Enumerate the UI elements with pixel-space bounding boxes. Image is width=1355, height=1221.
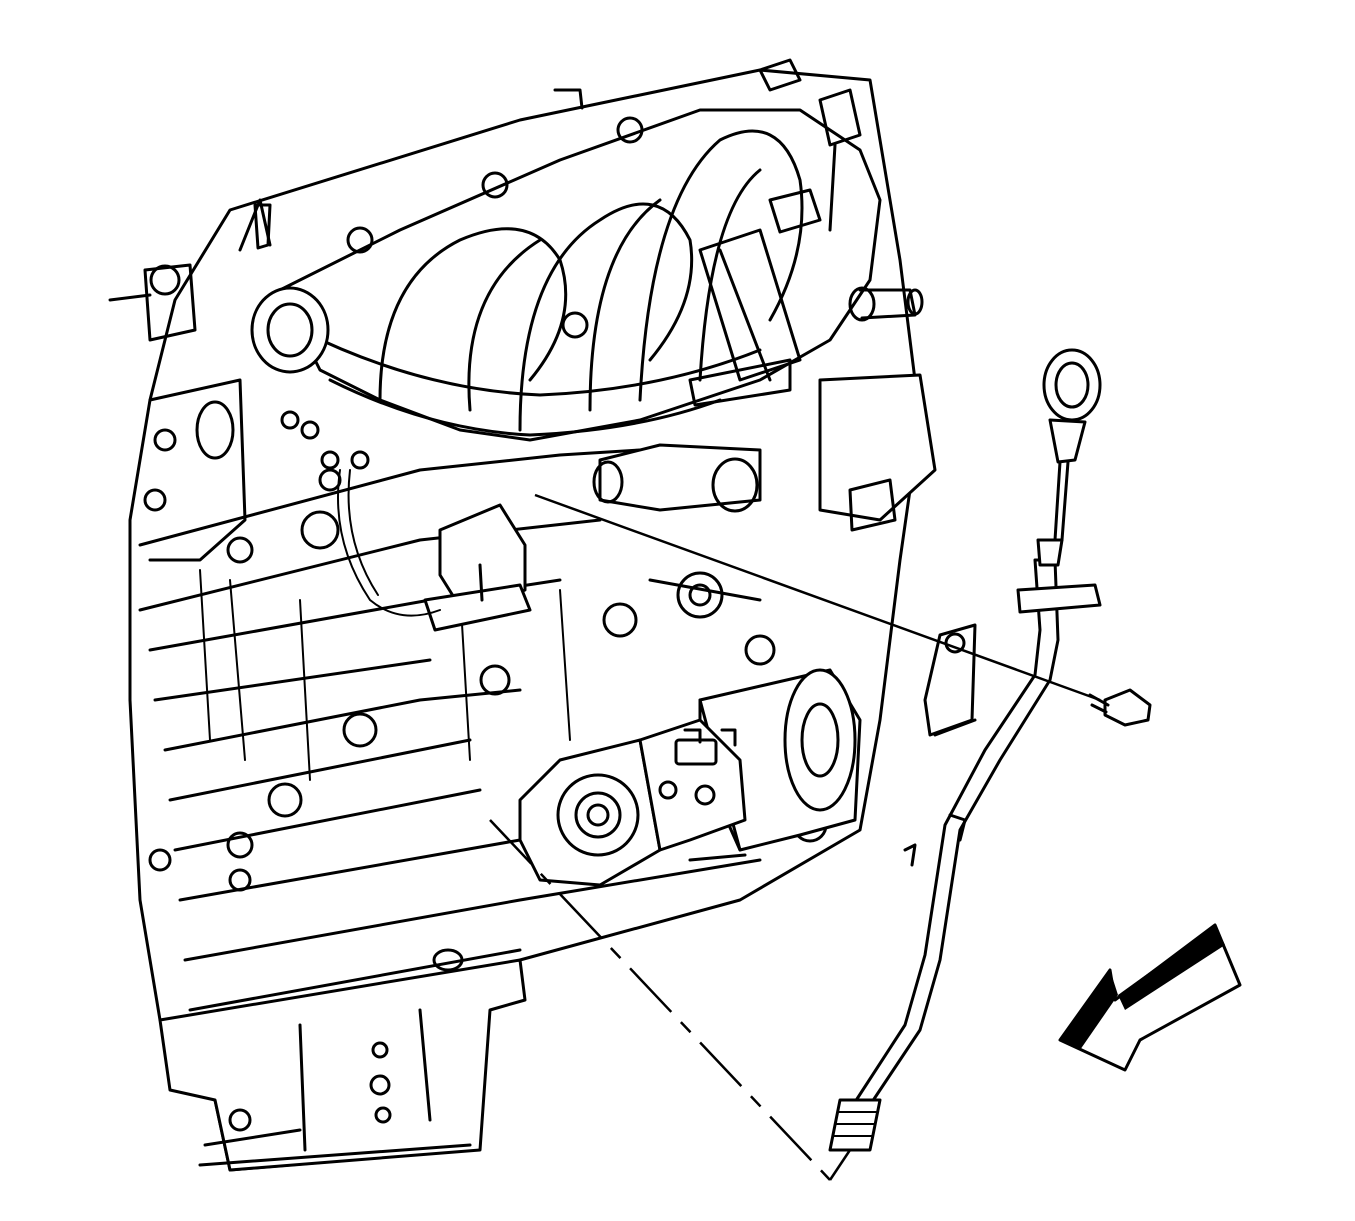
tube-leader-line (489, 819, 831, 1181)
tube-end-leader-line (828, 1149, 852, 1181)
view-direction-arrow-icon (1058, 923, 1242, 1072)
leader-lines (489, 493, 1101, 1181)
intake-manifold (250, 58, 924, 442)
engine-side-components (280, 373, 937, 632)
oil-level-indicator (1036, 348, 1102, 567)
starter-motor (518, 668, 862, 887)
oil-level-indicator-tube (828, 558, 1102, 1152)
bolt-leader-line (534, 493, 1101, 702)
tube-bracket-bolt (1088, 688, 1152, 727)
